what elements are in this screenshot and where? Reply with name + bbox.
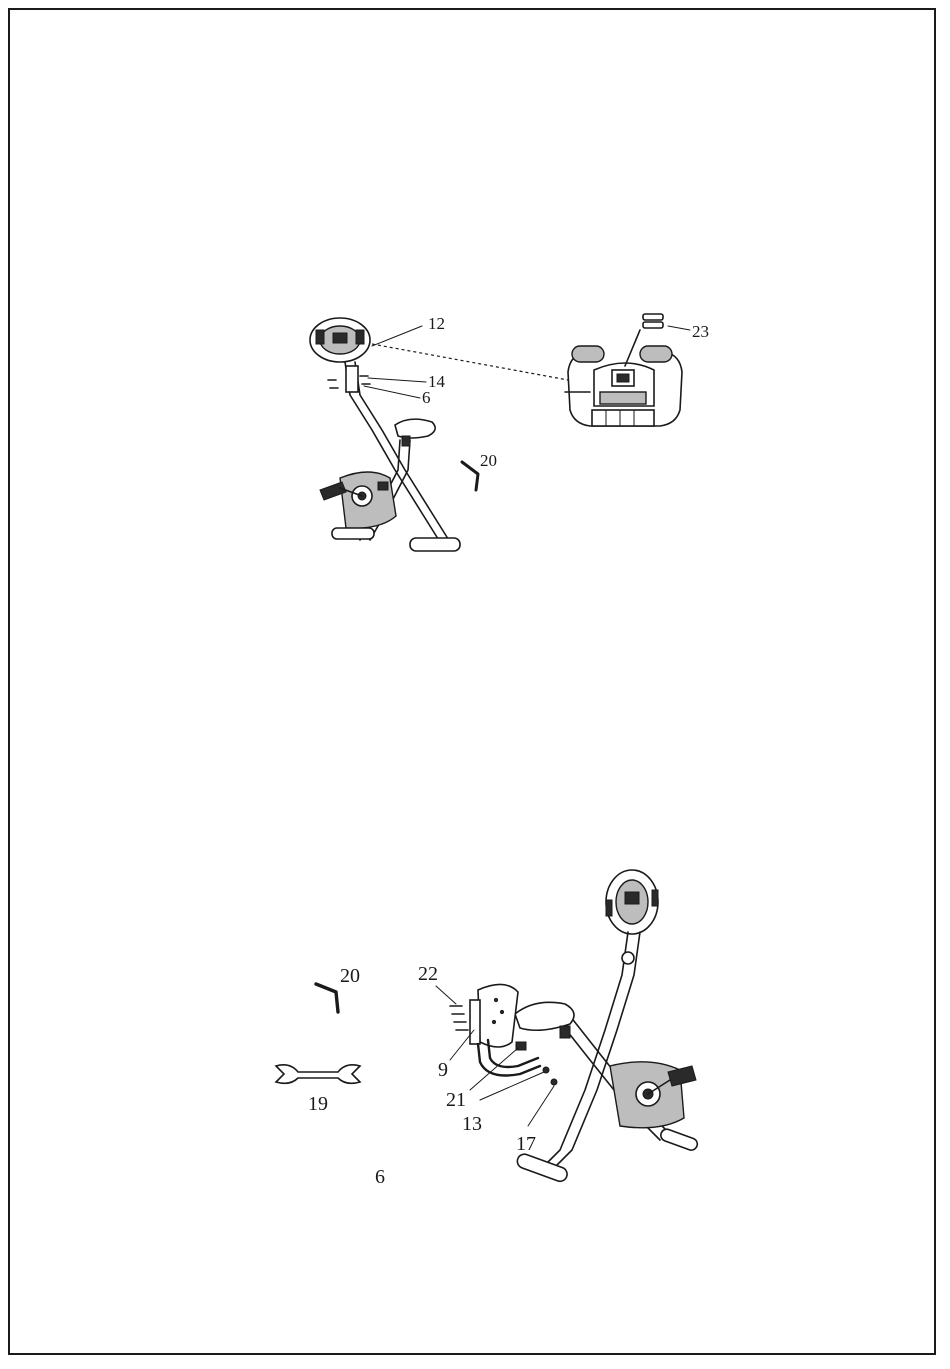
detail-leader-line bbox=[372, 344, 568, 380]
console-closeup bbox=[565, 314, 682, 426]
allen-key-tool-bottom bbox=[316, 984, 338, 1012]
callout-21: 21 bbox=[446, 1089, 466, 1111]
callout-22: 22 bbox=[418, 963, 438, 985]
page-number: 6 bbox=[375, 1166, 385, 1188]
callout-9: 9 bbox=[438, 1059, 448, 1081]
callout-17: 17 bbox=[516, 1133, 536, 1155]
callout-20-top: 20 bbox=[480, 451, 497, 470]
wrench-tool bbox=[276, 1065, 360, 1083]
callout-13: 13 bbox=[462, 1113, 482, 1135]
console-head bbox=[310, 318, 370, 362]
allen-key-tool bbox=[462, 462, 478, 490]
callout-12: 12 bbox=[428, 314, 445, 333]
bottom-bike-illustration bbox=[515, 870, 699, 1183]
callout-19: 19 bbox=[308, 1093, 328, 1115]
callout-20-bottom: 20 bbox=[340, 965, 360, 987]
top-bike-illustration bbox=[310, 318, 460, 551]
callout-23: 23 bbox=[692, 322, 709, 341]
callout-14: 14 bbox=[428, 372, 446, 391]
backrest-assembly bbox=[450, 984, 557, 1085]
callout-6: 6 bbox=[422, 388, 431, 407]
